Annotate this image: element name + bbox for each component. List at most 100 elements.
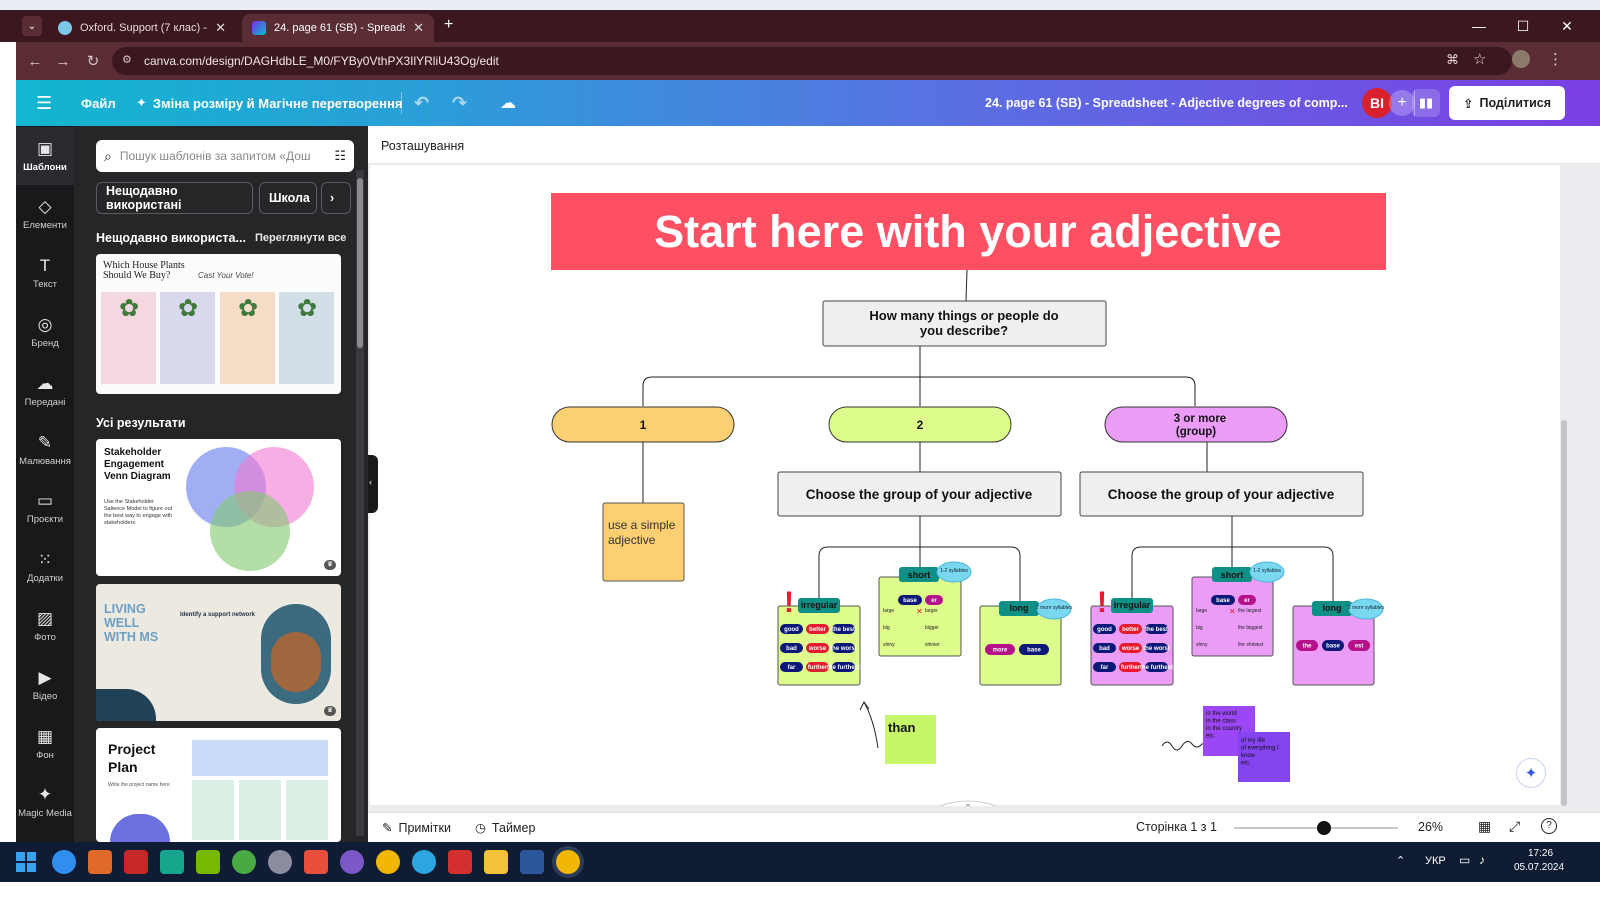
share-button[interactable]: ⇪ Поділитися	[1449, 86, 1565, 120]
chip-recent[interactable]: Нещодавно використані	[96, 182, 253, 214]
page-indicator[interactable]: Сторінка 1 з 1	[1136, 820, 1217, 834]
timer-button[interactable]: ◷Таймер	[475, 820, 536, 836]
cloud-saved-icon[interactable]: ☁	[500, 95, 516, 112]
rail-item-draw[interactable]: ✎Малювання	[16, 421, 74, 479]
zoom-slider-thumb[interactable]	[1317, 821, 1332, 835]
see-all-link[interactable]: Переглянути все	[255, 232, 347, 244]
profile-icon[interactable]	[1512, 50, 1530, 68]
close-tab-icon[interactable]: ✕	[215, 20, 226, 35]
file-menu[interactable]: Файл	[81, 95, 116, 111]
filter-icon[interactable]: ☷	[334, 148, 346, 163]
irregular-word-pill-text: better	[1122, 627, 1139, 633]
example-word: larger	[925, 608, 938, 614]
windows-start-icon[interactable]	[16, 852, 36, 872]
magic-assistant-icon[interactable]: ✦	[1516, 758, 1546, 788]
plant-column	[220, 292, 275, 384]
rail-item-video[interactable]: ▶Відео	[16, 656, 74, 714]
template-card-venn[interactable]: Stakeholder Engagement Venn Diagram Use …	[96, 439, 341, 576]
close-window-icon[interactable]: ✕	[1561, 17, 1573, 34]
tab-spreadsheet[interactable]: 24. page 61 (SB) - Spreadsheet ✕	[242, 14, 434, 42]
maximize-icon[interactable]: ☐	[1516, 17, 1530, 34]
clock-date[interactable]: 05.07.2024	[1514, 862, 1565, 873]
bookmark-star-icon[interactable]: ☆	[1473, 51, 1487, 68]
redo-icon[interactable]: ↷	[452, 92, 468, 113]
app-icon-chrome-active[interactable]	[556, 850, 580, 874]
app-icon-pdf[interactable]	[448, 850, 472, 874]
language-indicator[interactable]: УКР	[1425, 855, 1446, 867]
chevron-right-icon[interactable]: ›	[321, 182, 351, 214]
user-avatar[interactable]: BI	[1362, 88, 1392, 118]
undo-icon[interactable]: ↶	[414, 92, 430, 113]
invite-plus-icon[interactable]: +	[1389, 90, 1415, 116]
simple-adjective-text: adjective	[608, 533, 656, 547]
canvas-toolbar	[368, 126, 1600, 164]
rail-item-templates[interactable]: ▣Шаблони	[16, 127, 74, 185]
app-icon-3[interactable]	[160, 850, 184, 874]
rail-item-photo[interactable]: ▨Фото	[16, 597, 74, 655]
forward-icon[interactable]: →	[55, 52, 71, 70]
app-icon-explorer[interactable]	[484, 850, 508, 874]
rail-item-projects[interactable]: ▭Проєкти	[16, 480, 74, 538]
minimize-icon[interactable]: —	[1472, 18, 1486, 34]
translate-icon[interactable]: ⌘	[1446, 52, 1459, 67]
rail-item-apps[interactable]: ⁙Додатки	[16, 539, 74, 597]
panel-scrollbar[interactable]	[356, 170, 364, 836]
plan-column	[192, 780, 234, 840]
back-icon[interactable]: ←	[27, 52, 43, 70]
volume-icon[interactable]: ♪	[1479, 853, 1485, 867]
app-icon-nvidia[interactable]	[196, 850, 220, 874]
zoom-slider-track[interactable]	[1234, 827, 1398, 829]
tab-oxford[interactable]: Oxford. Support (7 клас) – Canv ✕	[48, 14, 236, 42]
app-icon-brave[interactable]	[88, 850, 112, 874]
template-card-ms[interactable]: LIVING WELL WITH MS Identify a support n…	[96, 584, 341, 721]
rail-item-elements[interactable]: ◇Елементи	[16, 186, 74, 244]
browser-menu-icon[interactable]: ⋮	[1548, 51, 1563, 68]
irregular-word-pill-text: the furthest	[1140, 665, 1173, 671]
rail-item-background[interactable]: ▦Фон	[16, 715, 74, 773]
insights-chart-icon[interactable]: ▮▮	[1412, 89, 1440, 117]
document-title[interactable]: 24. page 61 (SB) - Spreadsheet - Adjecti…	[985, 96, 1348, 110]
url-field[interactable]: ⚙ canva.com/design/DAGHdbLE_M0/FYBy0VthP…	[112, 47, 1512, 75]
app-icon-acrobat[interactable]	[124, 850, 148, 874]
rail-item-label: Проєкти	[26, 514, 64, 526]
template-card-project-plan[interactable]: Project Plan Write the project name here	[96, 728, 341, 842]
chip-school[interactable]: Школа	[259, 182, 317, 214]
template-card-plants[interactable]: Which House Plants Should We Buy? Cast Y…	[96, 254, 341, 394]
app-icon-lightning[interactable]	[52, 850, 76, 874]
divider	[401, 92, 402, 114]
rail-item-magic-media[interactable]: ✦Magic Media	[16, 774, 74, 832]
app-icon-chrome[interactable]	[376, 850, 400, 874]
irregular-word-pill-text: good	[784, 627, 799, 633]
panel-scroll-thumb[interactable]	[357, 178, 363, 348]
rail-item-brand[interactable]: ◎Бренд	[16, 303, 74, 361]
app-icon-anydesk[interactable]	[304, 850, 328, 874]
elements-icon: ◇	[38, 197, 52, 217]
site-info-icon[interactable]: ⚙	[122, 54, 132, 66]
canvas-scrollbar[interactable]	[1561, 420, 1567, 806]
canva-header: ☰ Файл ✦ Зміна розміру й Магічне перетво…	[16, 80, 1600, 126]
notes-button[interactable]: ✎Примітки	[382, 820, 451, 836]
app-icon-telegram[interactable]	[412, 850, 436, 874]
template-search-input[interactable]: ⌕ Пошук шаблонів за запитом «Дош ☷	[96, 140, 354, 172]
rail-item-upload[interactable]: ☁Передані	[16, 362, 74, 420]
menu-icon[interactable]: ☰	[36, 92, 53, 113]
tab-search-button[interactable]: ⌄	[22, 16, 42, 36]
collapse-panel-button[interactable]: ‹	[368, 455, 378, 513]
new-tab-icon[interactable]: +	[444, 16, 454, 33]
resize-button[interactable]: ✦ Зміна розміру й Магічне перетворення	[136, 95, 403, 111]
close-tab-icon[interactable]: ✕	[413, 20, 424, 35]
help-icon[interactable]: ?	[1541, 818, 1557, 834]
tray-chevron-icon[interactable]: ⌃	[1396, 855, 1406, 867]
clock-time[interactable]: 17:26	[1528, 848, 1554, 859]
app-icon-word[interactable]	[520, 850, 544, 874]
app-icon-torrent[interactable]	[232, 850, 256, 874]
app-icon-viber[interactable]	[340, 850, 364, 874]
grid-view-icon[interactable]: ▦	[1478, 818, 1492, 834]
network-icon[interactable]: ▭	[1459, 853, 1471, 867]
app-icon-disk[interactable]	[268, 850, 292, 874]
fullscreen-icon[interactable]: ⤢	[1509, 818, 1521, 834]
zoom-level[interactable]: 26%	[1418, 820, 1444, 834]
reload-icon[interactable]: ↻	[86, 53, 100, 70]
syllable-text: 1-2 syllables	[940, 568, 968, 574]
